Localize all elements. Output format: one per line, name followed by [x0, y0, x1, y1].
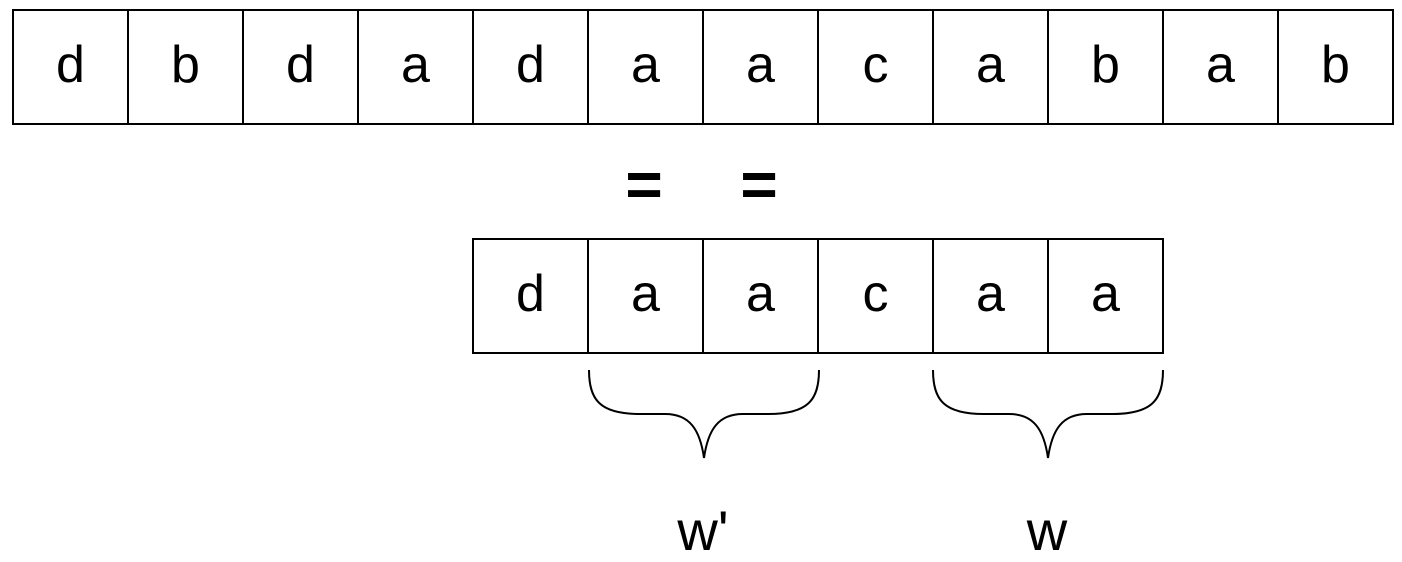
top-cell: d	[474, 11, 589, 123]
bottom-cell: a	[934, 240, 1049, 352]
top-cell: a	[934, 11, 1049, 123]
bottom-sequence: d a a c a a	[472, 238, 1164, 354]
equals-sign: =	[625, 148, 663, 220]
top-cell: a	[589, 11, 704, 123]
top-cell: d	[14, 11, 129, 123]
top-cell: a	[1164, 11, 1279, 123]
bottom-cell: c	[819, 240, 934, 352]
bottom-cell: a	[589, 240, 704, 352]
top-cell: b	[1279, 11, 1394, 123]
bottom-cell: d	[474, 240, 589, 352]
bottom-cell: a	[704, 240, 819, 352]
brace-w-prime	[588, 369, 820, 459]
top-cell: c	[819, 11, 934, 123]
top-sequence: d b d a d a a c a b a b	[12, 9, 1394, 125]
brace-label-w: w	[1026, 499, 1068, 562]
brace-label-w-prime: w'	[677, 499, 729, 562]
top-cell: a	[704, 11, 819, 123]
bottom-cell: a	[1049, 240, 1164, 352]
equals-sign: =	[740, 148, 778, 220]
brace-w	[932, 369, 1164, 459]
top-cell: b	[129, 11, 244, 123]
top-cell: d	[244, 11, 359, 123]
top-cell: b	[1049, 11, 1164, 123]
top-cell: a	[359, 11, 474, 123]
